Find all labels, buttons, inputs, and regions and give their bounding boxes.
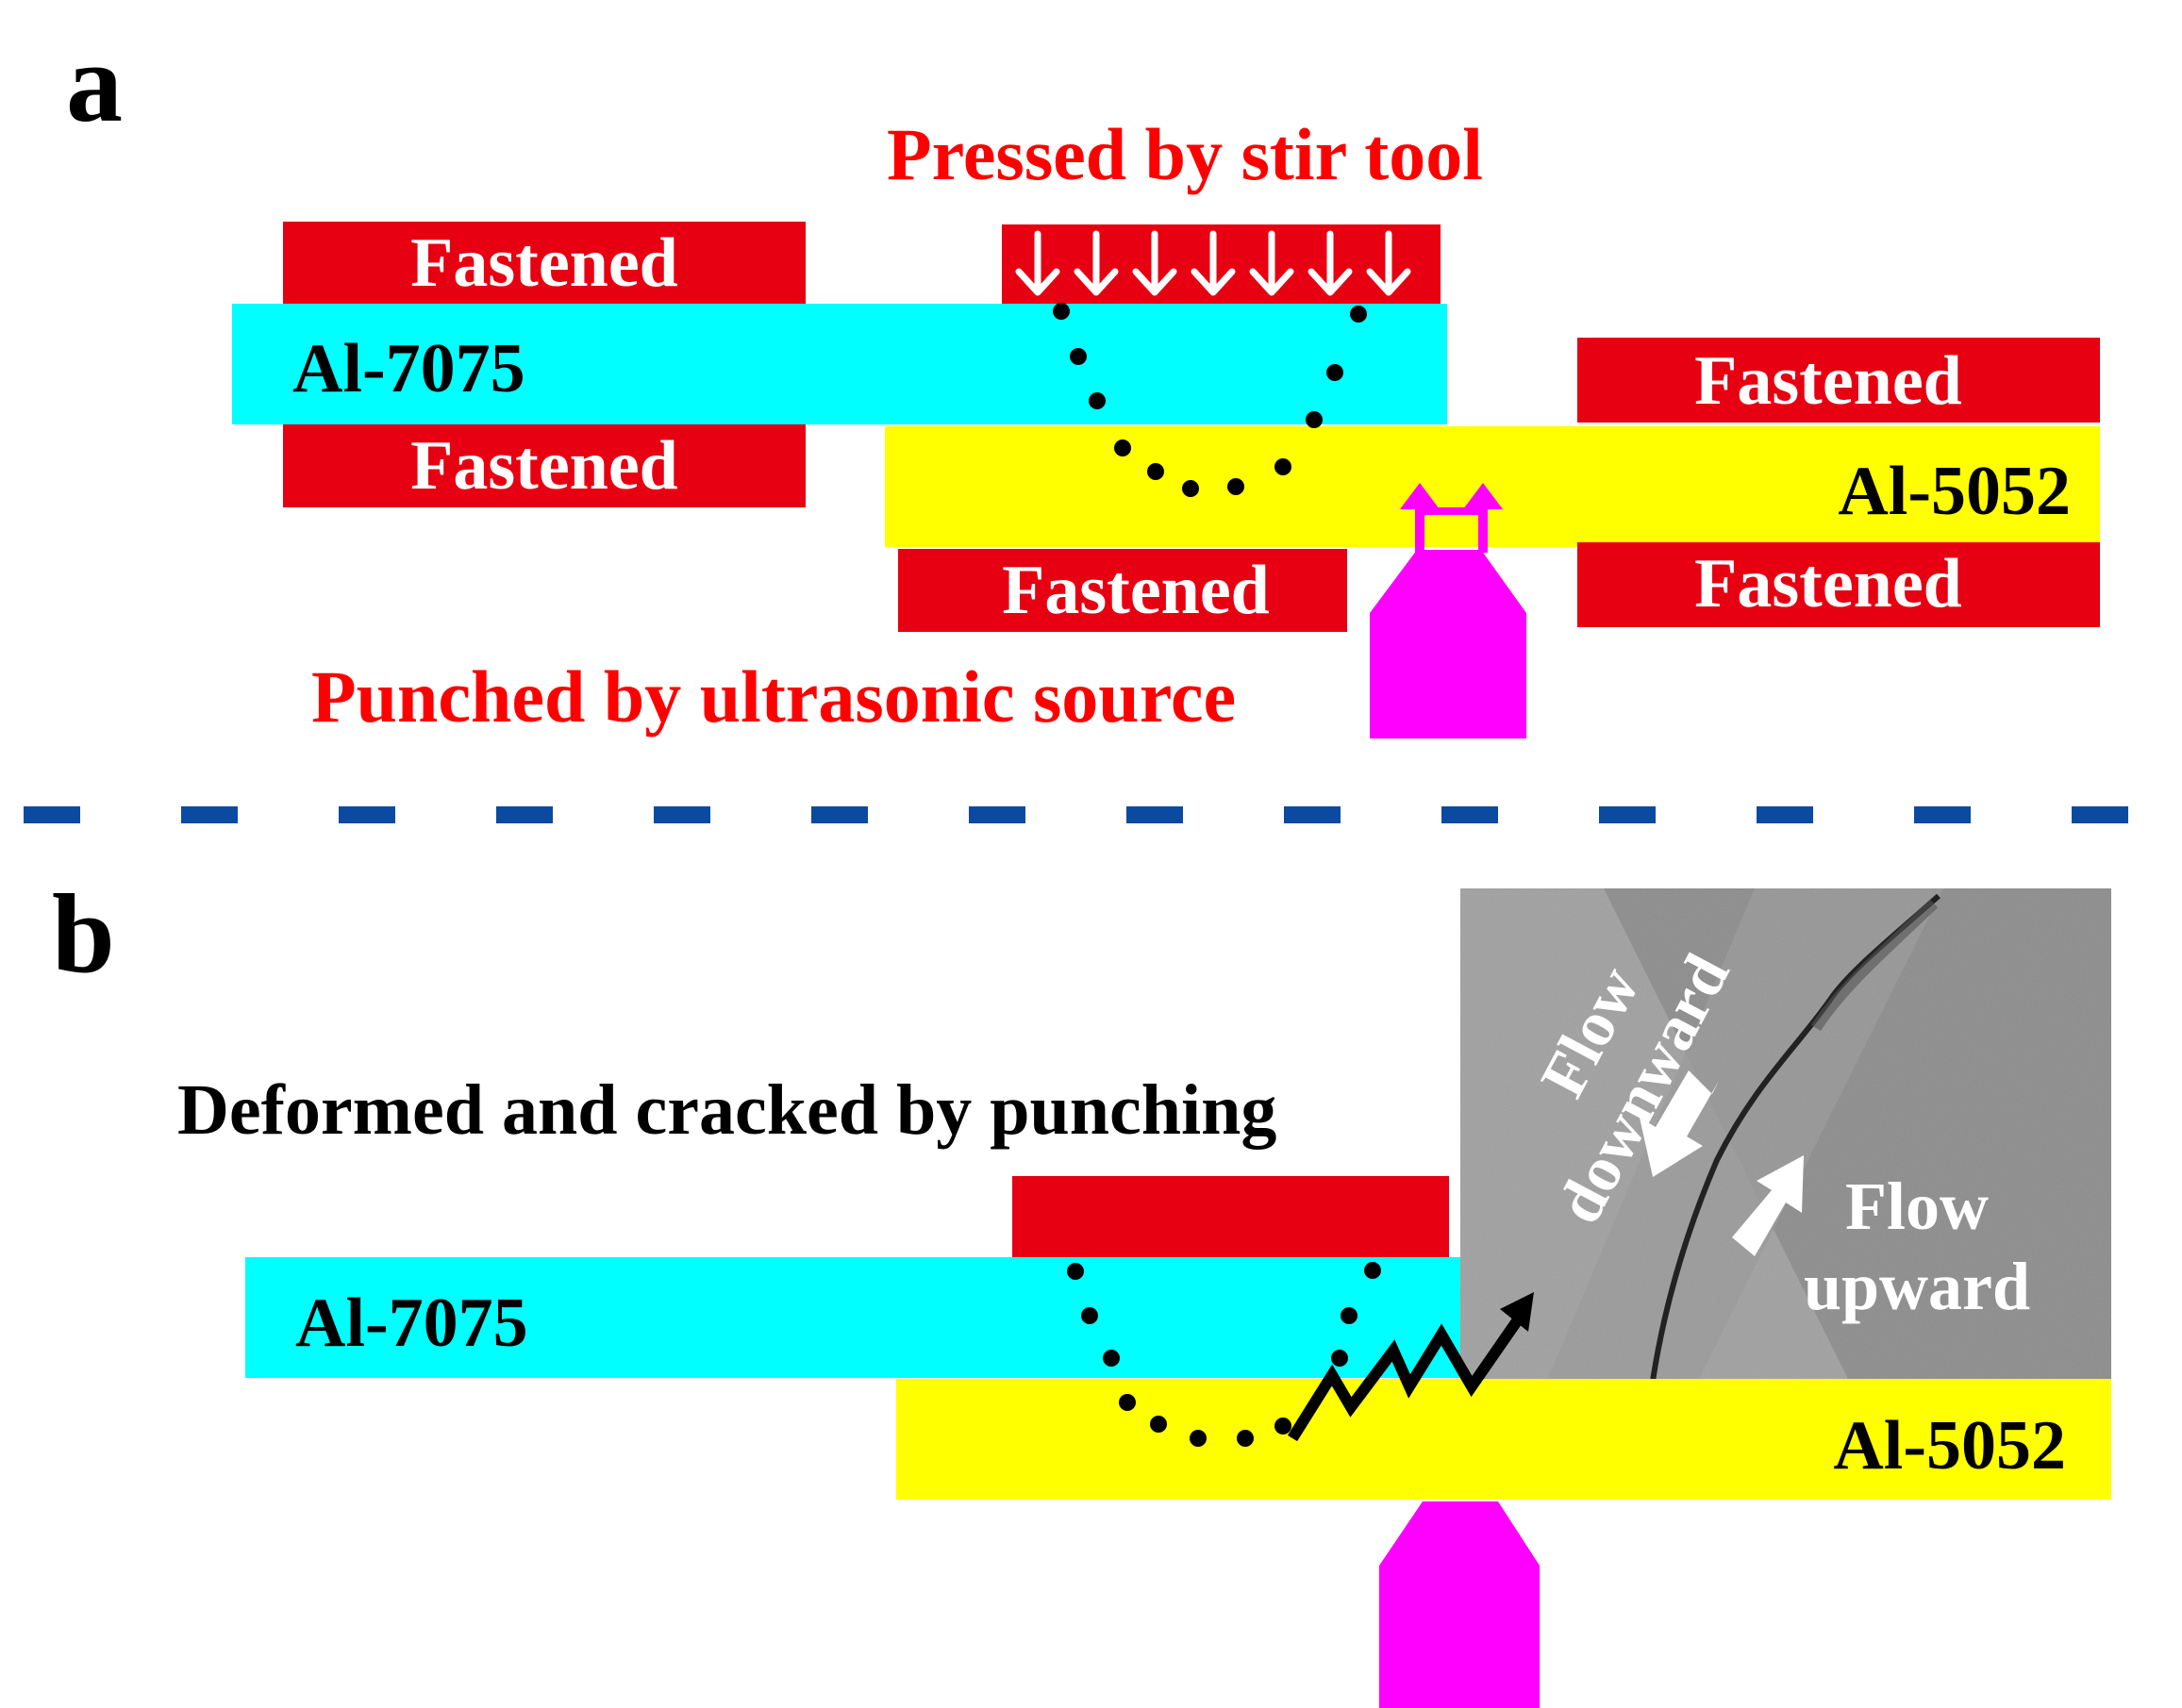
stir-tool-block-b <box>1012 1176 1449 1262</box>
al5052-label-b: Al-5052 <box>1833 1407 2066 1484</box>
clamp-top-left <box>283 222 806 305</box>
al5052-plate-a <box>885 426 2100 547</box>
press-arrow <box>1015 230 1060 296</box>
crack-line <box>1650 893 1940 1382</box>
punched-by-ultrasonic-label: Punched by ultrasonic source <box>311 655 1236 738</box>
clamp-bottom-right-label: Fastened <box>1694 545 1962 622</box>
stir-zone-dot <box>1150 1416 1167 1433</box>
press-arrow <box>1366 230 1411 296</box>
al7075-plate-b <box>245 1257 1460 1378</box>
stir-zone-dot <box>1274 458 1291 475</box>
pressed-by-stir-tool-label: Pressed by stir tool <box>887 113 1483 195</box>
al7075-label-b: Al-7075 <box>295 1285 528 1362</box>
flow-down-arrow <box>1640 1070 1719 1177</box>
clamp-bottom-middle-label: Fastened <box>1002 552 1270 629</box>
ultrasonic-source-a <box>1370 550 1526 738</box>
stir-tool-block <box>1002 224 1441 307</box>
press-arrow <box>1308 230 1353 296</box>
stir-zone-dot <box>1182 480 1199 497</box>
clamp-bottom-left-label: Fastened <box>410 427 678 505</box>
stir-zone-outline-a <box>1053 303 1367 497</box>
al7075-label-a: Al-7075 <box>292 330 525 407</box>
flow-upward-line1: Flow <box>1845 1169 1989 1244</box>
al7075-plate-a <box>232 304 1447 424</box>
stir-zone-outline-b <box>1067 1262 1381 1447</box>
stir-zone-dot <box>1364 1262 1381 1279</box>
stir-zone-dot <box>1350 306 1367 323</box>
panel-b-label: b <box>52 871 115 996</box>
press-arrow <box>1191 230 1236 296</box>
stir-zone-dot <box>1237 1430 1254 1447</box>
clamp-top-right-label: Fastened <box>1694 342 1962 420</box>
ultrasonic-up-arrows <box>1400 483 1503 553</box>
stir-zone-dot <box>1326 364 1343 381</box>
stir-zone-dot <box>1119 1394 1136 1411</box>
flow-up-arrow <box>1732 1155 1804 1256</box>
stir-zone-dot <box>1103 1350 1120 1367</box>
stir-zone-dot <box>1070 348 1087 365</box>
stir-zone-dot <box>1341 1307 1358 1324</box>
stir-zone-dot <box>1081 1307 1098 1324</box>
clamp-top-right <box>1577 338 2100 423</box>
stir-zone-dot <box>1147 463 1164 480</box>
panel-a-label: a <box>66 20 123 145</box>
press-arrow <box>1132 230 1177 296</box>
clamp-bottom-right <box>1577 542 2100 627</box>
stir-zone-dot <box>1067 1263 1084 1280</box>
clamp-top-left-label: Fastened <box>410 224 678 302</box>
press-arrow <box>1249 230 1294 296</box>
press-arrow <box>1074 230 1119 296</box>
stir-zone-dot <box>1306 411 1323 428</box>
crack-propagation-arrow <box>1287 1292 1534 1442</box>
clamp-bottom-middle <box>898 549 1347 632</box>
flow-upward-line2: upward <box>1804 1249 2030 1324</box>
deformed-cracked-label: Deformed and cracked by punching <box>177 1070 1276 1150</box>
stir-zone-dot <box>1190 1430 1207 1447</box>
stir-zone-dot <box>1227 478 1244 495</box>
stir-zone-dot <box>1274 1418 1291 1434</box>
press-arrows <box>1015 230 1411 296</box>
stir-zone-dot <box>1089 392 1106 409</box>
al5052-plate-b <box>896 1379 2111 1500</box>
clamp-bottom-left <box>283 424 806 507</box>
al5052-label-a: Al-5052 <box>1838 453 2071 530</box>
stir-zone-dot <box>1053 303 1070 320</box>
stir-zone-dot <box>1331 1350 1348 1367</box>
ultrasonic-source-b <box>1379 1501 1540 1708</box>
stir-zone-dot <box>1114 439 1131 456</box>
